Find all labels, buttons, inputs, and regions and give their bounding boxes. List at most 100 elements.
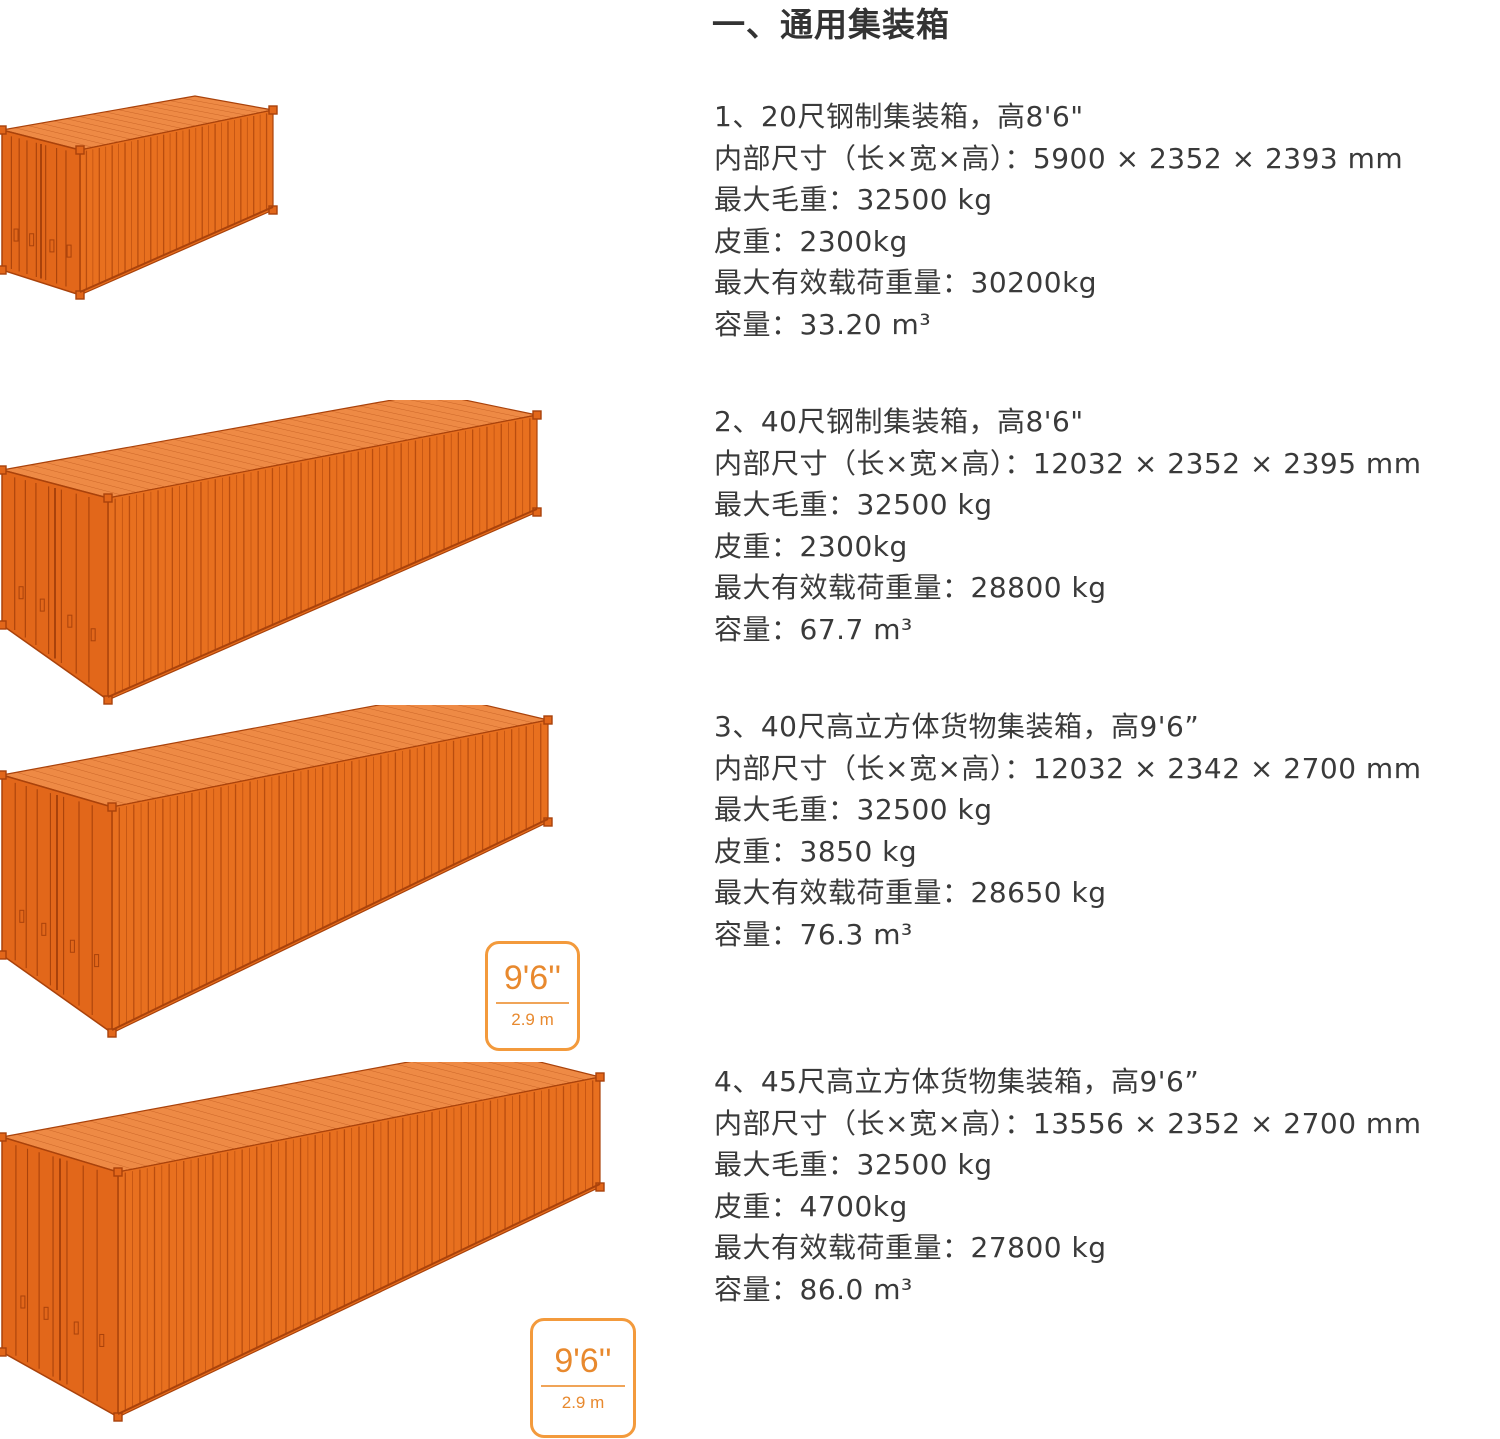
door-handle [29,233,35,247]
door-handle [18,586,24,600]
spec-max-gross: 最大毛重：32500 kg [714,1148,993,1181]
door-handle [99,1333,105,1347]
spec-max-payload: 最大有效载荷重量：28650 kg [714,876,1107,909]
roof-seam [287,418,395,443]
door-handle [67,614,73,628]
roof-seam [27,125,106,145]
door-handle [41,922,47,936]
roof-seam [16,1134,133,1170]
roof-seam [147,747,258,779]
roof-seam [117,109,196,127]
spec-capacity: 容量：33.20 m³ [714,307,932,341]
roof-seam [316,413,423,438]
roof-seam [278,723,389,753]
roof-seam [410,400,509,421]
spec-max-gross: 最大毛重：32500 kg [714,183,993,216]
corner-casting [543,715,553,725]
door-handle [20,1295,26,1309]
door-handle [39,598,45,612]
corner-casting [0,1132,7,1142]
roof-seam [457,705,534,724]
roof-seam [381,1066,498,1098]
corner-casting [75,145,85,155]
roof-seam [31,1131,148,1167]
corner-casting [0,125,7,135]
corner-casting [268,105,278,115]
roof-seam [177,1104,294,1138]
roof-seam [45,1128,162,1164]
roof-seam [307,718,418,747]
roof-seam [294,1082,411,1115]
roof-seam [235,1093,352,1127]
door-handle [69,939,75,953]
spec-block-20ft: 1、20尺钢制集装箱，高8'6" 内部尺寸（长×宽×高）：5900 × 2352… [714,96,1500,345]
door-handle [19,909,25,923]
roof-seam [161,745,272,776]
roof-seam [176,742,287,773]
roof-seam [273,420,380,446]
door-handle [66,244,72,258]
roof-seam [359,405,466,430]
spec-max-payload: 最大有效载荷重量：30200kg [714,266,1098,299]
roof-seam [182,98,261,113]
door-handle [43,1306,49,1320]
roof-seam [74,1123,192,1158]
badge-feet: 9'6'' [503,959,562,997]
roof-seam [388,400,495,424]
roof-seam [263,726,374,756]
spec-dimensions: 内部尺寸（长×宽×高）：5900 × 2352 × 2393 mm [714,141,1404,175]
roof-seam [104,1117,221,1153]
container-40ft-illustration [0,400,542,705]
height-badge-45ft-highcube: 9'6'' 2.9 m [530,1318,636,1438]
roof-seam [336,712,447,741]
spec-block-40ft-highcube: 3、40尺高立方体货物集装箱，高9'6” 内部尺寸（长×宽×高）：12032 ×… [714,706,1500,955]
roof-seam [513,1062,586,1081]
roof-seam [436,400,523,419]
roof-seam [133,1112,250,1147]
spec-capacity: 容量：67.7 m³ [714,612,913,646]
roof-seam [396,1063,513,1095]
door-handle [94,954,100,968]
roof-seam [462,1062,557,1086]
corner-casting [0,265,7,275]
roof-seam [132,750,243,782]
roof-seam [221,1096,338,1130]
spec-dimensions: 内部尺寸（长×宽×高）：12032 × 2352 × 2395 mm [714,446,1422,480]
spec-title: 2、40尺钢制集装箱，高8'6" [714,405,1084,438]
roof-seam [190,739,301,770]
corner-casting [75,290,85,300]
roof-seam [73,456,180,485]
roof-seam [143,104,222,121]
spec-dimensions: 内部尺寸（长×宽×高）：13556 × 2352 × 2700 mm [714,1106,1422,1140]
container-20ft-illustration [0,95,278,300]
spec-tare: 皮重：2300kg [714,529,908,563]
roof-seam [59,459,166,488]
badge-feet: 9'6'' [554,1342,612,1380]
roof-seam [330,410,437,435]
roof-seam [156,102,235,119]
roof-seam [431,705,519,727]
container-45ft-highcube-illustration [0,1062,605,1422]
roof-seam [373,403,480,427]
spec-block-40ft: 2、40尺钢制集装箱，高8'6" 内部尺寸（长×宽×高）：12032 × 235… [714,401,1500,650]
spec-tare: 皮重：3850 kg [714,834,918,868]
spec-max-payload: 最大有效载荷重量：28800 kg [714,571,1107,604]
corner-casting [0,620,7,630]
roof-seam [365,707,476,735]
roof-seam [249,728,360,758]
door-handle [90,628,96,642]
roof-seam [16,467,123,496]
corner-casting [532,410,542,420]
corner-casting [268,205,278,215]
spec-capacity: 容量：86.0 m³ [714,1272,913,1306]
badge-divider [496,1002,569,1004]
bottom-rail [111,818,549,1031]
roof-seam [405,705,505,729]
badge-divider [541,1385,625,1387]
roof-seam [144,444,252,471]
spec-block-45ft-highcube: 4、45尺高立方体货物集装箱，高9'6” 内部尺寸（长×宽×高）：13556 ×… [714,1061,1500,1310]
roof-seam [202,433,309,460]
bottom-rail [107,508,538,698]
roof-seam [16,772,127,805]
door-handle [49,239,55,253]
